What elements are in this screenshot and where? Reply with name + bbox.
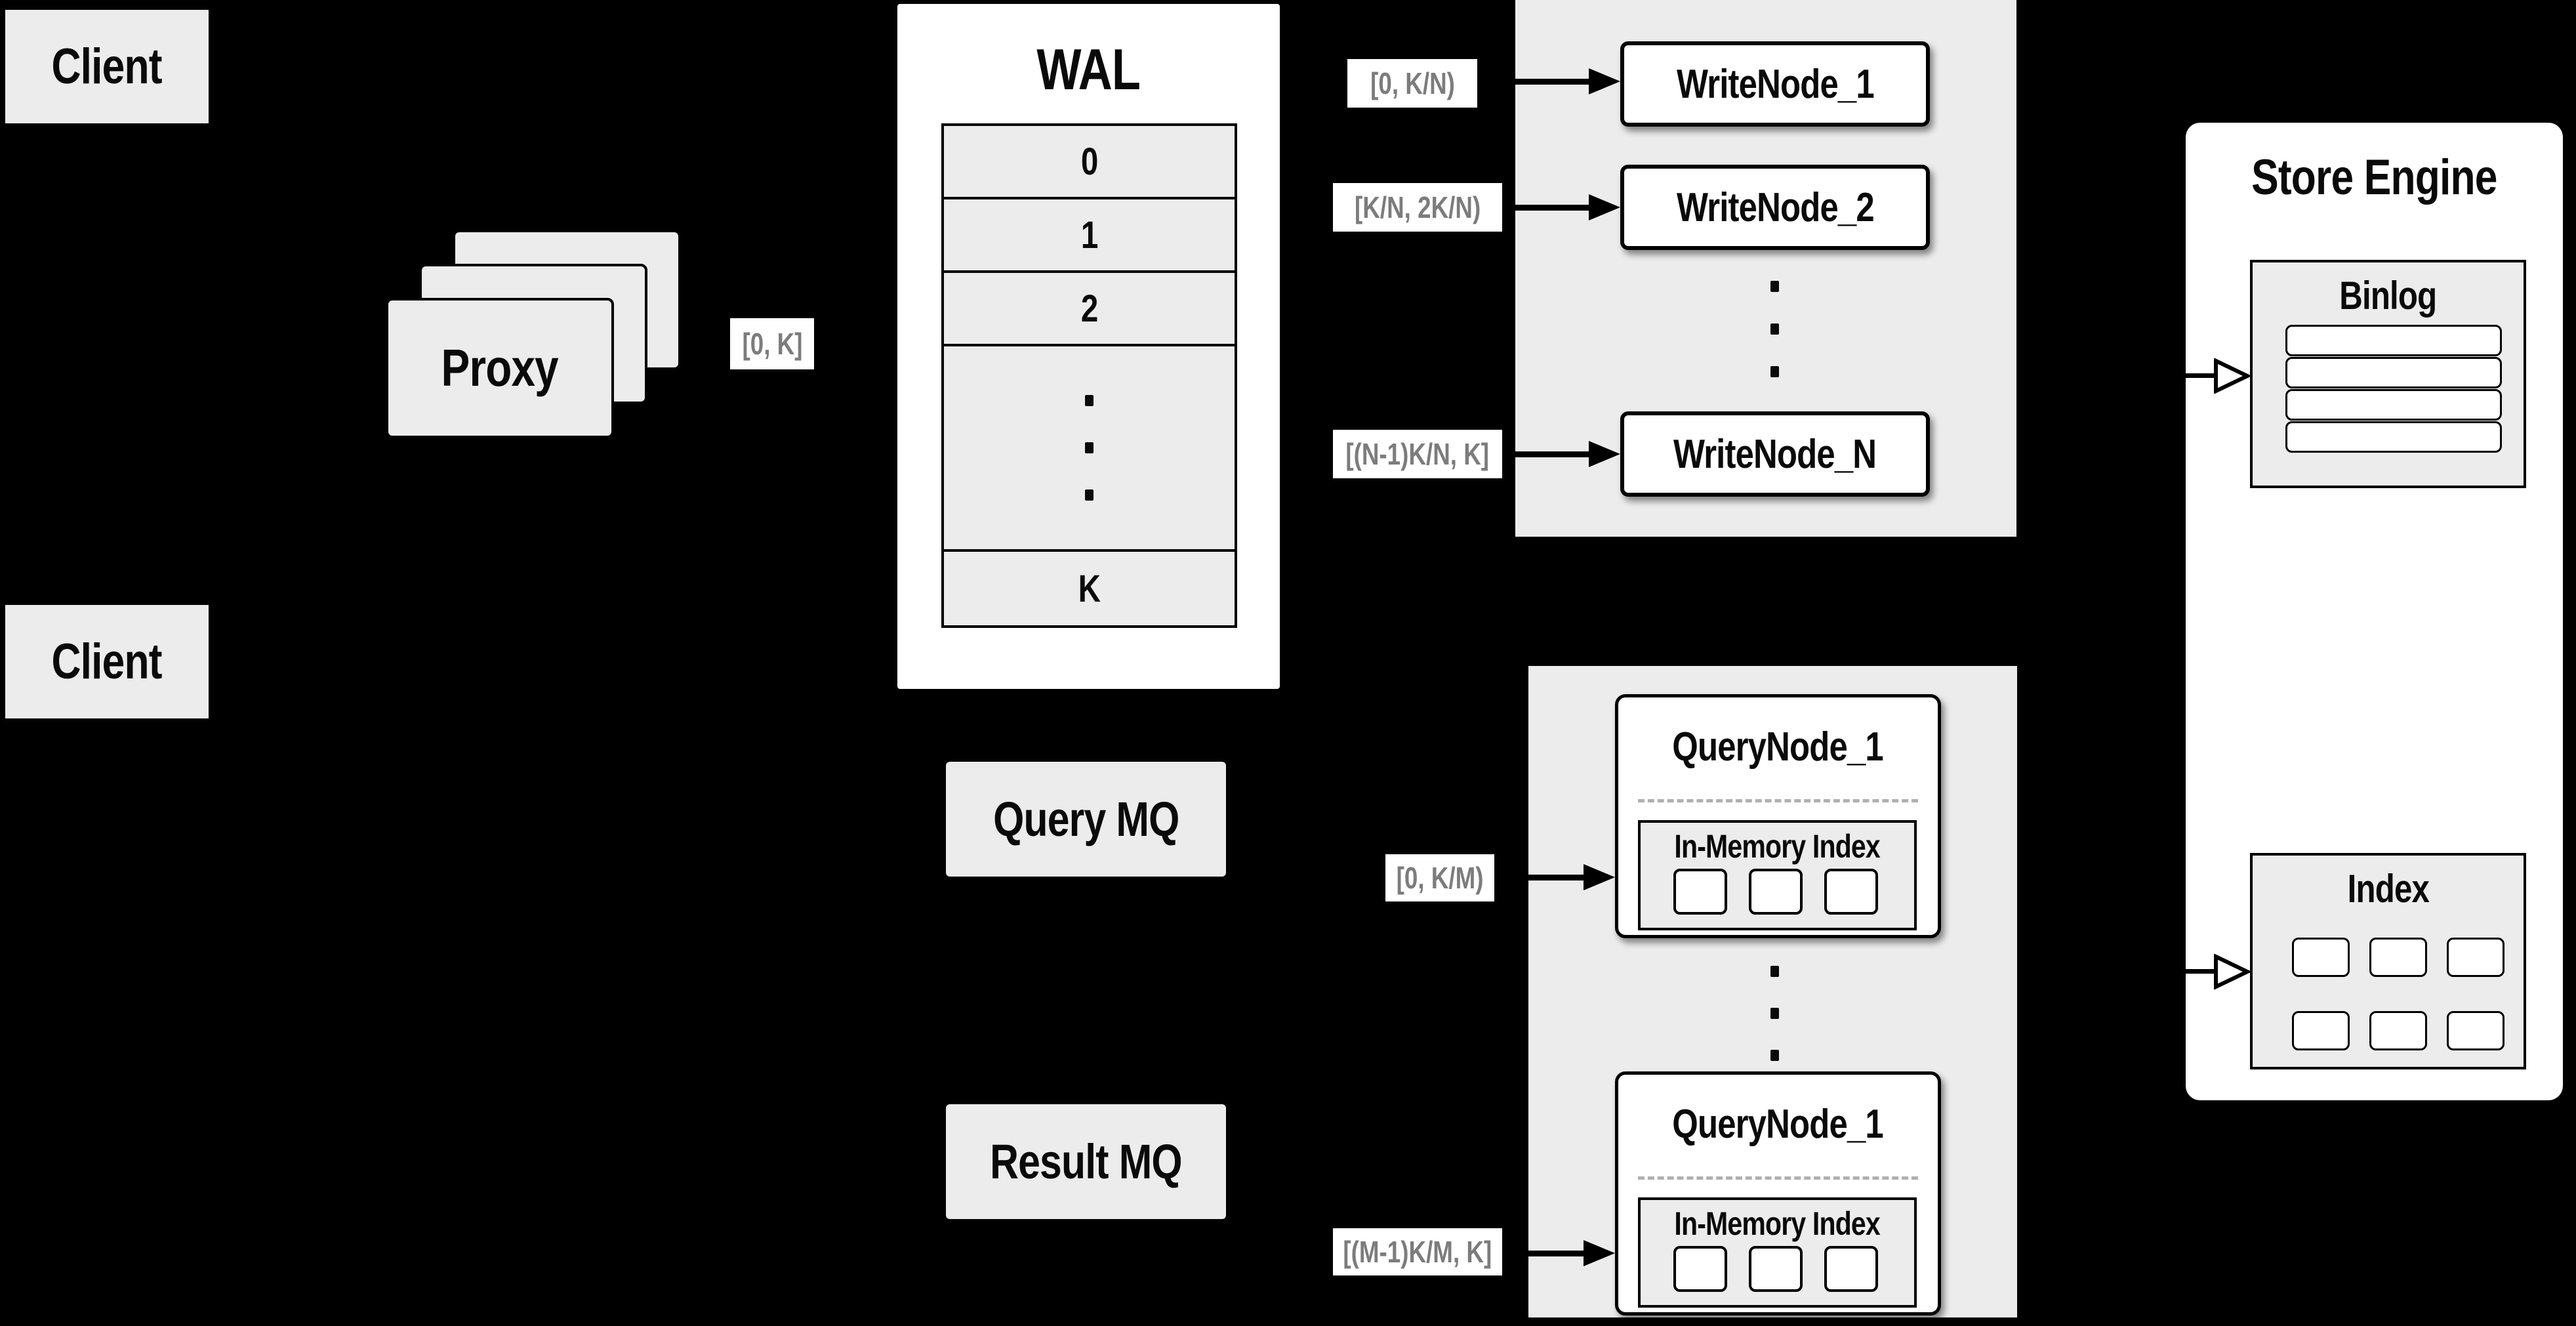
arrow-line-querynode-1	[1497, 875, 1586, 881]
arrow-line-binlog	[2158, 373, 2218, 378]
index-segment	[2447, 1011, 2504, 1050]
index-segment	[1824, 1246, 1878, 1292]
client-bottom-label: Client	[51, 634, 163, 690]
range-label-writenode-n: [(N-1)K/N, K]	[1333, 430, 1502, 478]
arrowhead-querynode-m-icon	[1584, 1240, 1615, 1266]
querynode-top-title: QueryNode_1	[1672, 724, 1884, 770]
arrow-line-writenode-1	[1477, 79, 1593, 85]
wal-row-ellipsis	[944, 346, 1235, 552]
arrow-line-index	[2158, 969, 2218, 974]
in-memory-index-title: In-Memory Index	[1674, 1205, 1881, 1242]
index-segment	[2292, 938, 2350, 977]
querynode-ellipsis-icon	[1770, 966, 1779, 1061]
binlog-segment	[2285, 357, 2502, 388]
vertical-ellipsis-icon	[1085, 395, 1094, 501]
wal-title: WAL	[1036, 37, 1141, 102]
writenode-2-box: WriteNode_2	[1620, 165, 1930, 250]
client-top-box: Client	[5, 10, 209, 123]
in-memory-index-box: In-Memory Index	[1638, 820, 1917, 930]
arrow-line-querynode-m	[1505, 1251, 1586, 1256]
result-mq-box: Result MQ	[946, 1104, 1226, 1219]
arrowhead-querynode-1-icon	[1584, 864, 1615, 890]
index-segment	[2292, 1011, 2350, 1050]
arrow-line-writenode-2	[1502, 205, 1593, 211]
querynode-bottom-box: QueryNode_1 In-Memory Index	[1615, 1071, 1941, 1316]
in-memory-index-box: In-Memory Index	[1638, 1197, 1917, 1308]
range-label-querynode-1: [0, K/M)	[1385, 854, 1494, 901]
in-memory-index-title: In-Memory Index	[1674, 828, 1881, 865]
binlog-title: Binlog	[2339, 273, 2437, 318]
wal-row-2: 2	[944, 273, 1235, 346]
proxy-label: Proxy	[441, 339, 559, 397]
index-segment	[1673, 1246, 1727, 1292]
binlog-box: Binlog	[2250, 260, 2526, 488]
wal-table: 0 1 2 K	[941, 123, 1237, 628]
store-engine-panel: Store Engine Binlog Index	[2186, 123, 2563, 1100]
hollow-arrowhead-binlog-icon	[2214, 358, 2251, 394]
index-box: Index	[2250, 853, 2526, 1069]
range-label-querynode-m: [(M-1)K/M, K]	[1333, 1228, 1502, 1275]
range-label-proxy-to-wal: [0, K]	[730, 318, 814, 369]
index-segment	[1749, 1246, 1803, 1292]
range-label-writenode-1: [0, K/N)	[1347, 59, 1477, 108]
client-bottom-box: Client	[5, 605, 209, 718]
hollow-arrowhead-index-icon	[2214, 954, 2251, 989]
query-mq-box: Query MQ	[946, 762, 1226, 877]
writenode-1-box: WriteNode_1	[1620, 41, 1930, 127]
dashed-divider	[1638, 799, 1918, 802]
index-segment	[2369, 1011, 2427, 1050]
binlog-segment	[2285, 421, 2502, 453]
wal-row-1: 1	[944, 199, 1235, 273]
arrowhead-writenode-1-icon	[1589, 68, 1620, 94]
arrowhead-writenode-2-icon	[1589, 194, 1620, 220]
index-segment	[2447, 938, 2504, 977]
writenode-ellipsis-icon	[1770, 281, 1779, 377]
index-segment	[1673, 869, 1727, 915]
binlog-segment	[2285, 389, 2502, 421]
wal-panel: WAL 0 1 2 K	[897, 4, 1280, 689]
proxy-box-front: Proxy	[386, 298, 614, 438]
store-engine-title: Store Engine	[2251, 149, 2497, 205]
index-segment	[1824, 869, 1878, 915]
range-label-writenode-2: [K/N, 2K/N)	[1333, 183, 1502, 232]
arrow-line-writenode-n	[1502, 451, 1593, 457]
binlog-segment	[2285, 325, 2502, 356]
wal-row-k: K	[1078, 567, 1101, 610]
querynode-top-box: QueryNode_1 In-Memory Index	[1615, 694, 1941, 938]
index-title: Index	[2347, 866, 2429, 911]
client-top-label: Client	[51, 39, 163, 94]
index-segment	[2369, 938, 2427, 977]
dashed-divider	[1638, 1176, 1918, 1180]
querynode-bottom-title: QueryNode_1	[1672, 1101, 1884, 1147]
wal-row-0: 0	[944, 126, 1235, 199]
index-segment	[1749, 869, 1803, 915]
arrowhead-writenode-n-icon	[1589, 441, 1620, 467]
writenode-n-box: WriteNode_N	[1620, 411, 1930, 497]
